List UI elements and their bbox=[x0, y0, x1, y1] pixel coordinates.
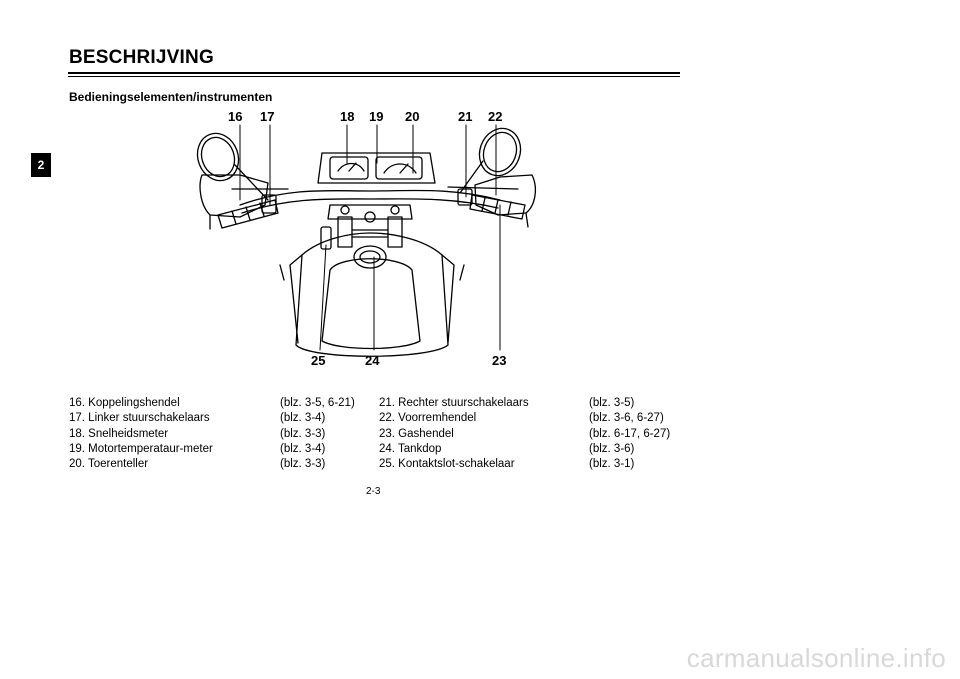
callout-20: 20 bbox=[405, 109, 419, 124]
legend-item: 18. Snelheidsmeter bbox=[69, 427, 169, 440]
callout-24: 24 bbox=[365, 353, 380, 368]
callout-18: 18 bbox=[340, 109, 354, 124]
legend-ref: (blz. 6-17, 6-27) bbox=[589, 427, 671, 440]
triple-clamp bbox=[327, 204, 413, 220]
tank-cap bbox=[353, 245, 387, 269]
legend-item: 24. Tankdop bbox=[379, 442, 442, 455]
left-mirror bbox=[196, 132, 240, 182]
legend-item: 23. Gashendel bbox=[379, 427, 454, 440]
right-grip bbox=[469, 194, 526, 220]
left-hand-guard bbox=[199, 174, 269, 218]
callout-16: 16 bbox=[228, 109, 242, 124]
legend-ref: (blz. 3-6) bbox=[589, 442, 635, 455]
page-number: 2-3 bbox=[366, 486, 381, 497]
legend-ref: (blz. 3-3) bbox=[280, 427, 326, 440]
callout-23: 23 bbox=[492, 353, 506, 368]
handlebar bbox=[239, 189, 501, 206]
watermark-text: carmanualsonline.info bbox=[686, 643, 946, 673]
legend-ref: (blz. 3-4) bbox=[280, 442, 326, 455]
instrument-cluster bbox=[317, 152, 436, 184]
brake-lever bbox=[447, 186, 519, 190]
legend-item: 17. Linker stuurschakelaars bbox=[69, 412, 210, 425]
legend-item: 22. Voorremhendel bbox=[379, 412, 477, 425]
legend-item: 25. Kontaktslot-schakelaar bbox=[379, 458, 515, 471]
callout-22: 22 bbox=[488, 109, 502, 124]
legend-ref: (blz. 3-5) bbox=[589, 397, 635, 409]
legend-item: 20. Toerenteller bbox=[69, 458, 149, 471]
legend-item: 16. Koppelingshendel bbox=[69, 397, 180, 409]
title-rule-thick bbox=[68, 72, 680, 74]
title-rule-thin bbox=[68, 76, 680, 77]
legend-item: 19. Motortemperataur-meter bbox=[69, 442, 213, 455]
callout-19: 19 bbox=[369, 109, 383, 124]
section-title: Bedieningselementen/instrumenten bbox=[69, 90, 273, 104]
legend-ref: (blz. 3-6, 6-27) bbox=[589, 412, 664, 425]
left-grip bbox=[217, 199, 279, 229]
page-title: BESCHRIJVING bbox=[69, 47, 214, 68]
legend-ref: (blz. 3-1) bbox=[589, 458, 635, 471]
legend-ref: (blz. 3-3) bbox=[280, 458, 326, 471]
fuel-tank bbox=[295, 232, 449, 357]
left-switch bbox=[261, 194, 277, 214]
callout-21: 21 bbox=[458, 109, 472, 124]
legend-ref: (blz. 3-4) bbox=[280, 412, 326, 425]
legend-ref: (blz. 3-5, 6-21) bbox=[280, 397, 355, 409]
handlebar-diagram: 16 17 18 19 20 21 22 25 24 23 bbox=[180, 105, 560, 380]
chapter-tab: 2 bbox=[31, 153, 51, 177]
right-mirror bbox=[478, 127, 522, 177]
callout-17: 17 bbox=[260, 109, 274, 124]
right-hand-guard bbox=[474, 174, 537, 216]
callout-25: 25 bbox=[311, 353, 325, 368]
legend-item: 21. Rechter stuurschakelaars bbox=[379, 397, 529, 409]
